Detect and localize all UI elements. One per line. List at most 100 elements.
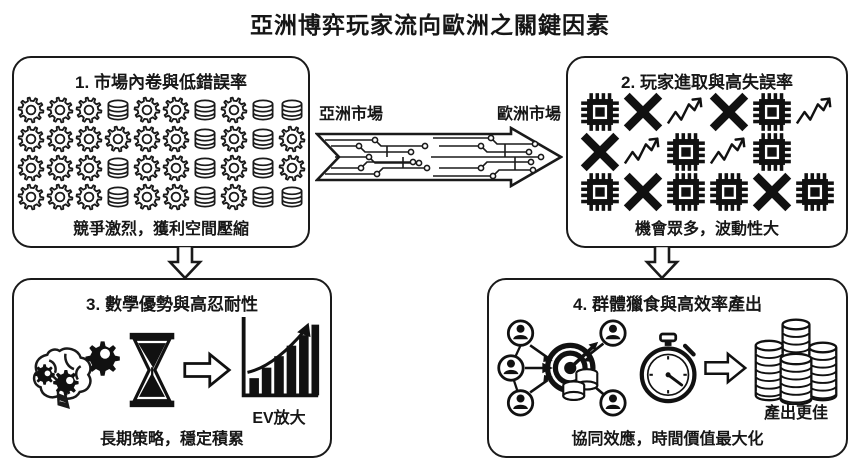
panel-4-caption: 協同效應，時間價值最大化: [571, 431, 764, 448]
icon-row: [17, 96, 306, 124]
coin-stack-icon: [252, 128, 273, 150]
icon-row: [17, 154, 306, 182]
panel-1-title: 1. 市場內卷與低錯誤率: [75, 73, 247, 92]
icon-row: [580, 92, 835, 132]
output-coins-group: 產出更佳: [750, 313, 842, 423]
panel-1-caption: 競爭激烈，獲利空間壓縮: [72, 221, 249, 238]
gear-icon: [133, 96, 160, 124]
market-flow-band: 亞洲市場 歐洲市場: [315, 100, 563, 200]
gear-icon: [46, 96, 73, 124]
stopwatch-icon: [639, 332, 697, 404]
gear-icon: [133, 183, 160, 211]
coin-stack-icon: [107, 186, 128, 208]
coin-pile-icon: [754, 318, 838, 405]
gear-icon: [220, 154, 247, 182]
x-mark-icon: [752, 172, 791, 212]
panel-math-edge: 3. 數學優勢與高忍耐性: [12, 278, 332, 458]
chip-x-arrow-icon-grid: [568, 92, 846, 212]
circuit-board-arrow-right-icon: [315, 126, 563, 188]
gear-icon: [46, 183, 73, 211]
arrow-box1-to-box3: [167, 246, 203, 280]
x-mark-icon: [623, 92, 662, 132]
page-title: 亞洲博弈玩家流向歐洲之關鍵因素: [250, 12, 610, 38]
icon-row: [17, 183, 306, 211]
coin-stack-icon: [194, 186, 215, 208]
hourglass-icon: [129, 332, 175, 408]
panel-group-hunting: 4. 群體獵食與高效率產出: [487, 278, 848, 458]
growth-arrow-icon: [623, 137, 659, 165]
panel-3-caption: 長期策略，穩定積累: [99, 431, 244, 448]
coin-stack-icon: [107, 157, 128, 179]
gear-icon: [46, 125, 73, 153]
growth-arrow-icon: [709, 137, 745, 165]
growth-arrow-icon: [795, 97, 831, 125]
block-arrow-right-icon: [183, 351, 232, 389]
label-better-output: 產出更佳: [763, 405, 828, 422]
people-network-target-icon: [497, 319, 627, 417]
gear-icon: [162, 154, 189, 182]
gear-icon: [133, 154, 160, 182]
coin-stack-icon: [252, 157, 273, 179]
bar-chart-growth-icon: [241, 316, 320, 398]
coin-stack-icon: [194, 157, 215, 179]
block-arrow-right-icon: [704, 351, 748, 385]
arrow-box2-to-box4: [644, 246, 680, 280]
coin-stack-icon: [252, 186, 273, 208]
gear-icon: [278, 154, 305, 182]
microchip-icon: [666, 173, 705, 211]
coin-stack-icon: [194, 128, 215, 150]
gear-icon: [278, 125, 305, 153]
microchip-icon: [709, 173, 748, 211]
coin-stack-icon: [194, 99, 215, 121]
panel-2-title: 2. 玩家進取與高失誤率: [621, 73, 793, 92]
label-europe-market: 歐洲市場: [496, 106, 561, 123]
gear-icon: [133, 125, 160, 153]
microchip-icon: [580, 93, 619, 131]
gear-coin-icon-grid: [14, 96, 308, 211]
microchip-icon: [580, 173, 619, 211]
label-asia-market: 亞洲市場: [319, 106, 384, 123]
microchip-icon: [752, 133, 791, 171]
brain-gears-icon: [32, 341, 120, 410]
panel-market-involution: 1. 市場內卷與低錯誤率 競爭激烈，獲利空間壓縮: [12, 56, 310, 248]
panel-4-icon-row: 產出更佳: [497, 312, 842, 424]
gear-icon: [162, 96, 189, 124]
gear-icon: [17, 96, 44, 124]
microchip-icon: [666, 133, 705, 171]
gear-icon: [75, 96, 102, 124]
panel-3-icon-row: EV放大: [24, 316, 324, 427]
gear-icon: [46, 154, 73, 182]
coin-stack-icon: [252, 99, 273, 121]
x-mark-icon: [623, 172, 662, 212]
gear-icon: [220, 183, 247, 211]
gear-icon: [17, 125, 44, 153]
gear-icon: [75, 125, 102, 153]
panel-4-title: 4. 群體獵食與高效率產出: [573, 295, 762, 314]
microchip-icon: [752, 93, 791, 131]
gear-icon: [162, 183, 189, 211]
gear-icon: [220, 96, 247, 124]
growth-arrow-icon: [666, 97, 702, 125]
gear-icon: [75, 183, 102, 211]
x-mark-icon: [709, 92, 748, 132]
icon-row: [580, 172, 835, 212]
microchip-icon: [795, 173, 834, 211]
panel-3-title: 3. 數學優勢與高忍耐性: [86, 295, 258, 314]
chart-label-ev: EV放大: [252, 410, 306, 427]
x-mark-icon: [580, 132, 619, 172]
coin-stack-icon: [281, 99, 302, 121]
gear-icon: [104, 125, 131, 153]
gear-icon: [162, 125, 189, 153]
empty-cell: [795, 132, 835, 172]
ev-chart-group: EV放大: [236, 312, 322, 428]
gear-icon: [75, 154, 102, 182]
icon-row: [17, 125, 306, 153]
coin-stack-icon: [107, 99, 128, 121]
gear-icon: [220, 125, 247, 153]
gear-icon: [17, 183, 44, 211]
icon-row: [580, 132, 835, 172]
panel-aggressive-players: 2. 玩家進取與高失誤率 機會眾多，波動性大: [566, 56, 848, 248]
coin-stack-icon: [281, 186, 302, 208]
gear-icon: [17, 154, 44, 182]
